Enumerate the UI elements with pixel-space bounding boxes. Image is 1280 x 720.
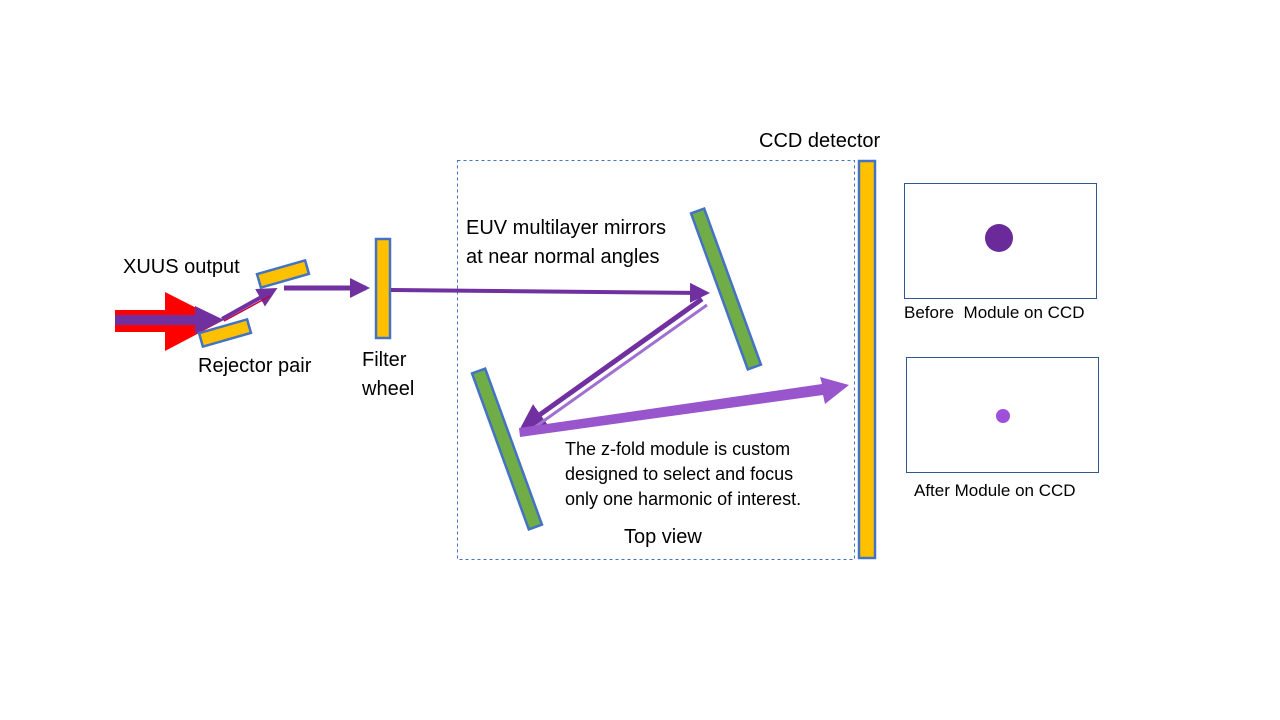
beam-rejector-reflection <box>221 288 278 321</box>
beam-rejector-red-trace <box>223 295 271 322</box>
beam-mirror1-to-mirror2 <box>519 296 704 429</box>
label-after-module: After Module on CCD <box>914 481 1076 500</box>
label-top-view: Top view <box>624 526 702 548</box>
euv-mirror-2 <box>470 367 544 531</box>
label-description-line2: designed to select and focus <box>565 464 794 484</box>
label-xuus-output: XUUS output <box>123 256 240 278</box>
label-filter: Filter <box>362 349 407 371</box>
z-fold-module-boundary <box>457 160 855 560</box>
euv-mirror-1 <box>689 207 763 371</box>
input-beam-purple <box>115 306 224 334</box>
beam-to-mirror-1 <box>390 282 710 303</box>
label-ccd-detector: CCD detector <box>759 130 881 152</box>
label-rejector-pair: Rejector pair <box>198 355 312 377</box>
label-description-line1: The z-fold module is custom <box>565 439 791 459</box>
filter-wheel <box>374 237 392 340</box>
after-spot <box>996 409 1010 423</box>
before-spot <box>985 224 1013 252</box>
label-description-line3: only one harmonic of interest. <box>565 489 802 509</box>
label-before-module: Before Module on CCD <box>904 303 1085 322</box>
label-mirrors-line1: EUV multilayer mirrors <box>466 217 667 239</box>
rejector-mirror-lower <box>197 317 253 349</box>
beam-mirror1-to-mirror2-highlight <box>527 303 708 434</box>
label-wheel: wheel <box>362 378 415 400</box>
label-mirrors-line2: at near normal angles <box>466 246 660 268</box>
beam-to-ccd <box>519 377 849 437</box>
ccd-detector <box>857 159 877 560</box>
rejector-mirror-upper <box>255 258 311 290</box>
